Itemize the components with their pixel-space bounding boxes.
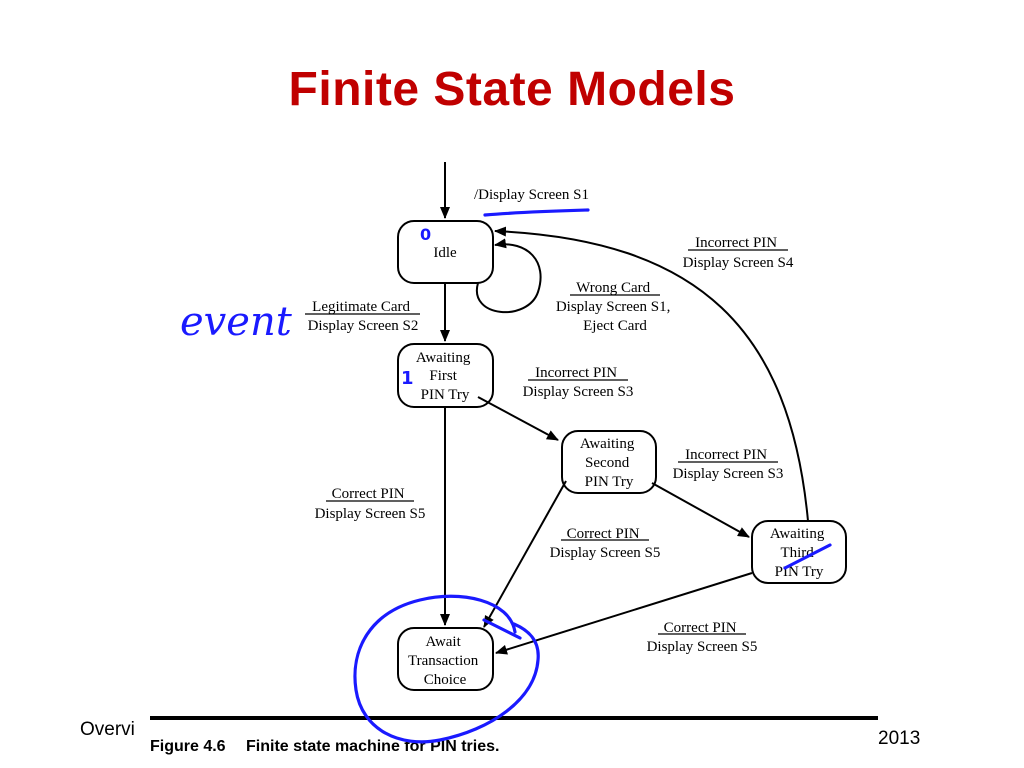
- handwritten-digit-one: 1: [401, 368, 414, 389]
- svg-text:Awaiting Second PIN Tr: Awaiting Second PIN Try: [580, 436, 638, 490]
- svg-text:Correct PIN Display Screen: Correct PIN Display Screen S5: [550, 526, 661, 561]
- footer-left: Overvi: [80, 719, 135, 740]
- state-first-label-line1: Awaiting: [416, 350, 471, 366]
- state-third-label-line1: Awaiting: [770, 526, 825, 542]
- third-to-idle-arrow: [494, 226, 809, 522]
- svg-text:Idle: Idle: [433, 245, 457, 261]
- svg-text:Correct PIN Display Screen: Correct PIN Display Screen S5: [647, 620, 758, 655]
- third-to-await-arrow: [495, 572, 753, 655]
- second-to-third-arrow: [651, 482, 750, 538]
- figure-number: Figure 4.6: [150, 738, 226, 755]
- handwritten-circle-await: [353, 594, 540, 744]
- second-to-await-event: Correct PIN: [567, 526, 640, 542]
- state-awaiting-third-pin-try: [751, 520, 847, 584]
- svg-text:Incorrect PIN Display Scre: Incorrect PIN Display Screen S3: [523, 365, 634, 400]
- svg-text:Incorrect PIN Display Scre: Incorrect PIN Display Screen S3: [673, 447, 784, 482]
- second-to-third-action: Display Screen S3: [673, 466, 784, 482]
- state-await-label-line2: Transaction: [408, 653, 479, 669]
- svg-text:Await Transaction Choi: Await Transaction Choice: [408, 634, 482, 688]
- first-to-second-action: Display Screen S3: [523, 384, 634, 400]
- state-second-label-line3: PIN Try: [585, 474, 634, 490]
- idle-to-first-action: Display Screen S2: [308, 318, 419, 334]
- third-to-await-event: Correct PIN: [664, 620, 737, 636]
- initial-transition-label: /Display Screen S1: [474, 187, 589, 203]
- first-to-await-event: Correct PIN: [332, 486, 405, 502]
- handwritten-slash-third: [783, 543, 832, 570]
- svg-text:/Display Screen S1: /Display Screen S1: [474, 187, 589, 203]
- first-to-second-event: Incorrect PIN: [535, 365, 617, 381]
- state-third-label-line2: Third: [780, 545, 814, 561]
- svg-text:Incorrect PIN Display Scre: Incorrect PIN Display Screen S4: [683, 235, 794, 271]
- state-await-label-line1: Await: [425, 634, 461, 650]
- idle-self-loop-arrow: [475, 238, 542, 314]
- footer-right: 2013: [878, 728, 921, 749]
- idle-self-event: Wrong Card: [576, 280, 650, 296]
- third-to-idle-action: Display Screen S4: [683, 255, 794, 271]
- state-await-transaction-choice: [397, 627, 494, 691]
- svg-text:Awaiting First PIN Try: Awaiting First PIN Try: [416, 350, 474, 403]
- handwritten-tick-await: [482, 618, 522, 640]
- second-to-await-arrow: [483, 480, 567, 628]
- state-awaiting-second-pin-try: [561, 430, 657, 494]
- svg-text:Wrong Card Display Screen: Wrong Card Display Screen S1, Eject Card: [556, 280, 674, 334]
- state-third-label-line3: PIN Try: [775, 564, 824, 580]
- second-to-await-action: Display Screen S5: [550, 545, 661, 561]
- handwritten-event: event: [180, 299, 293, 345]
- figure-caption-text: Finite state machine for PIN tries.: [246, 738, 499, 755]
- idle-self-action-line2: Eject Card: [583, 318, 647, 334]
- handwritten-zero: 0: [420, 225, 431, 244]
- svg-text:Correct PIN Display Screen: Correct PIN Display Screen S5: [315, 486, 426, 522]
- first-to-second-arrow: [477, 396, 559, 441]
- third-to-idle-event: Incorrect PIN: [695, 235, 777, 251]
- state-await-label-line3: Choice: [424, 672, 467, 688]
- svg-text:Figure 4.6 Finite state ma: Figure 4.6 Finite state machine for PIN …: [150, 738, 499, 755]
- handwritten-underline: [483, 208, 590, 217]
- svg-text:Legitimate Card Display Sc: Legitimate Card Display Screen S2: [308, 299, 419, 334]
- state-second-label-line1: Awaiting: [580, 436, 635, 452]
- idle-self-action-line1: Display Screen S1,: [556, 299, 671, 315]
- third-to-await-action: Display Screen S5: [647, 639, 758, 655]
- state-first-label-line3: PIN Try: [421, 387, 470, 403]
- state-idle-label: Idle: [433, 245, 457, 261]
- second-to-third-event: Incorrect PIN: [685, 447, 767, 463]
- idle-to-first-event: Legitimate Card: [312, 299, 410, 315]
- state-second-label-line2: Second: [585, 455, 630, 471]
- state-first-label-line2: First: [429, 368, 457, 384]
- slide-title: Finite State Models: [288, 63, 736, 116]
- first-to-await-action: Display Screen S5: [315, 506, 426, 522]
